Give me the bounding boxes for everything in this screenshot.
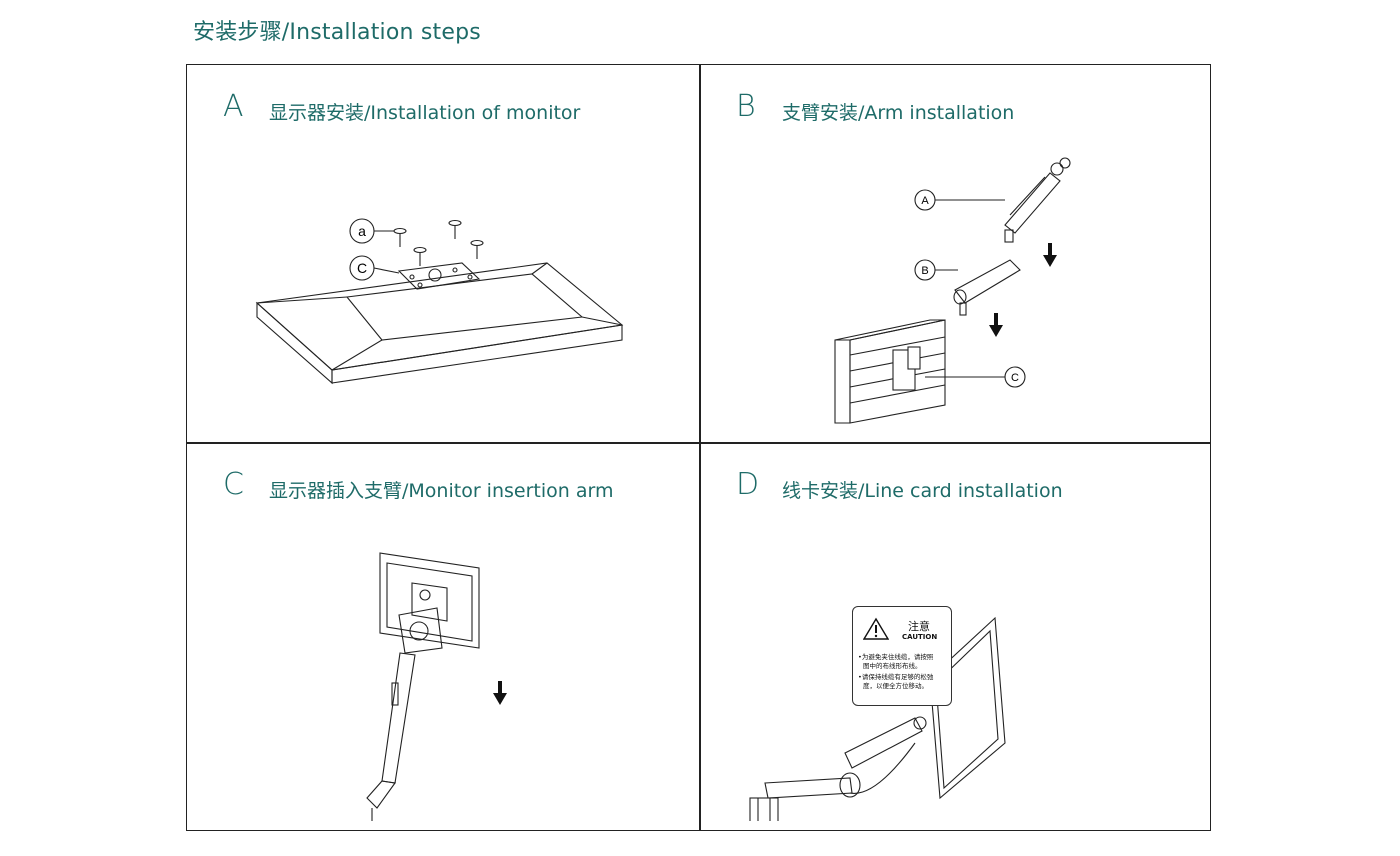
callout-label: C xyxy=(1011,372,1019,384)
caution-line: •为避免夹住线缆，请按照 xyxy=(858,653,934,661)
instruction-grid: A 显示器安装/Installation of monitor xyxy=(186,64,1211,831)
step-letter: B xyxy=(736,89,756,124)
step-letter: D xyxy=(736,467,760,502)
panel-d: D 线卡安装/Line card installation xyxy=(700,443,1212,821)
step-heading: 显示器插入支臂/Monitor insertion arm xyxy=(269,480,614,502)
divider-vertical xyxy=(699,65,701,830)
step-heading: 支臂安装/Arm installation xyxy=(782,102,1015,124)
caution-title-zh: 注意 xyxy=(908,620,930,633)
line-card-illustration xyxy=(749,616,1006,821)
caution-line: •请保持线缆有足够的松弛 xyxy=(858,673,934,681)
caution-line: 度，以便全方位移动。 xyxy=(863,682,928,690)
warning-icon xyxy=(863,617,889,640)
step-heading: 显示器安装/Installation of monitor xyxy=(269,102,581,124)
panel-b: B 支臂安装/Arm installation xyxy=(700,65,1212,443)
caution-label: 注意 CAUTION •为避免夹住线缆，请按照 图中的布线形布线。 •请保持线缆… xyxy=(852,606,952,706)
monitor-install-illustration: a C xyxy=(255,218,624,385)
caution-line: 图中的布线形布线。 xyxy=(863,662,922,670)
step-heading: 线卡安装/Line card installation xyxy=(782,480,1063,502)
arm-install-illustration: A B C xyxy=(834,157,1071,424)
callout-label: C xyxy=(357,260,367,276)
divider-horizontal xyxy=(187,442,1210,444)
panel-a: A 显示器安装/Installation of monitor xyxy=(187,65,699,443)
caution-title-en: CAUTION xyxy=(902,633,938,641)
callout-label: B xyxy=(921,265,928,277)
callout-label: a xyxy=(358,223,366,239)
panel-c: C 显示器插入支臂/Monitor insertion arm xyxy=(187,443,699,821)
step-letter: C xyxy=(223,467,244,502)
callout-label: A xyxy=(921,195,929,207)
step-letter: A xyxy=(223,89,244,124)
page-title: 安装步骤/Installation steps xyxy=(193,20,481,45)
monitor-insertion-illustration xyxy=(366,552,507,821)
